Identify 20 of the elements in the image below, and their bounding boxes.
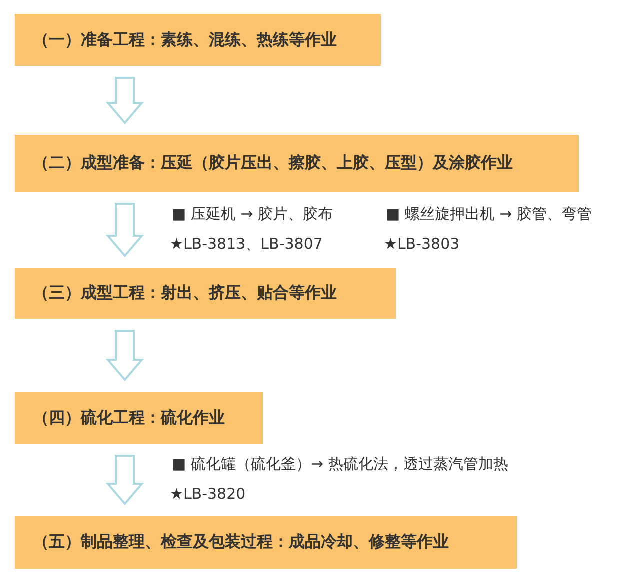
note-text: ★LB-3820: [170, 485, 246, 503]
note-text: ■ 螺丝旋押出机 → 胶管、弯管: [386, 205, 592, 224]
note-text: ★LB-3813、LB-3807: [170, 235, 323, 254]
note-text: ■ 压延机 → 胶片、胶布: [172, 205, 334, 224]
block-arrow: [106, 77, 144, 125]
step-text: （三）成型工程：射出、挤压、贴合等作业: [33, 283, 337, 304]
process-box: [15, 268, 396, 319]
block-arrow: [106, 203, 144, 258]
note-text: ★LB-3803: [384, 235, 460, 253]
step-text: （一）准备工程：素练、混练、热练等作业: [33, 30, 337, 50]
step-text: （五）制品整理、检查及包装过程：成品冷却、修整等作业: [33, 532, 449, 553]
process-box: [15, 516, 517, 569]
block-arrow: [106, 330, 144, 382]
step-text: （二）成型准备：压延（胶片压出、擦胶、上胶、压型）及涂胶作业: [33, 153, 513, 174]
step-text: （四）硫化工程：硫化作业: [33, 408, 225, 428]
block-arrow: [106, 455, 144, 506]
note-text: ■ 硫化罐（硫化釜）→ 热硫化法，透过蒸汽管加热: [172, 455, 508, 474]
process-box: [15, 392, 263, 444]
process-box: [15, 14, 381, 66]
process-box: [15, 135, 579, 192]
